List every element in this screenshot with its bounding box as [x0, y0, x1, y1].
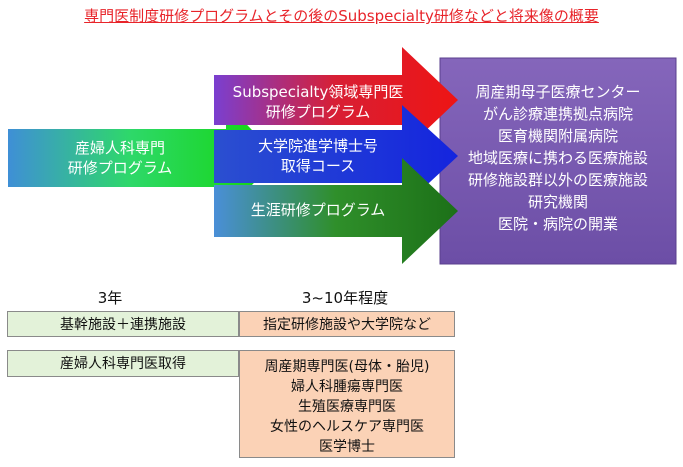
- phase1-label: 3年: [97, 289, 123, 307]
- graduate-arrow-line-2: 取得コース: [280, 157, 356, 175]
- destination-item: 研究機関: [527, 193, 588, 211]
- subspecialty-arrow-line-1: Subspecialty領域専門医: [232, 83, 404, 101]
- main-arrow-line-2: 研修プログラム: [67, 159, 173, 177]
- qualification-right-box: 周産期専門医(母体・胎児) 婦人科腫瘍専門医 生殖医療専門医 女性のヘルスケア専…: [239, 350, 455, 458]
- destination-item: 地域医療に携わる医療施設: [467, 149, 648, 167]
- subspecialty-arrow: Subspecialty領域専門医 研修プログラム: [218, 82, 418, 122]
- subspecialty-arrow-line-2: 研修プログラム: [265, 103, 371, 121]
- lifelong-arrow: 生涯研修プログラム: [218, 200, 418, 220]
- qualification-item: 生殖医療専門医: [298, 399, 396, 415]
- destination-item: 医院・病院の開業: [497, 215, 618, 233]
- graduate-arrow: 大学院進学博士号 取得コース: [218, 136, 418, 176]
- destination-item: がん診療連携拠点病院: [482, 105, 633, 123]
- facility-left-box: 基幹施設＋連携施設: [7, 311, 239, 337]
- qualification-item: 周産期専門医(母体・胎児): [264, 359, 430, 375]
- lifelong-arrow-line-1: 生涯研修プログラム: [250, 201, 386, 219]
- destination-box: [439, 57, 677, 265]
- destination-item: 医育機関附属病院: [497, 127, 618, 145]
- graduate-arrow-shape: [214, 105, 458, 208]
- subspecialty-arrow-shape: [214, 47, 458, 153]
- facility-right-box: 指定研修施設や大学院など: [239, 311, 455, 337]
- qualification-item: 医学博士: [319, 439, 375, 455]
- page-title: 専門医制度研修プログラムとその後のSubspecialty研修などと将来像の概要: [84, 7, 599, 25]
- lifelong-arrow-shape: [214, 158, 458, 264]
- main-arrow-line-1: 産婦人科専門: [74, 139, 165, 157]
- main-arrow-shape: [8, 103, 278, 213]
- main-arrow: 産婦人科専門 研修プログラム: [30, 138, 210, 178]
- destination-item: 研修施設群以外の医療施設: [467, 171, 648, 189]
- graduate-arrow-line-1: 大学院進学博士号: [257, 137, 378, 155]
- qualification-item: 婦人科腫瘍専門医: [291, 379, 403, 395]
- qualification-item: 女性のヘルスケア専門医: [270, 419, 424, 435]
- qualification-left-box: 産婦人科専門医取得: [7, 350, 239, 377]
- phase2-label: 3~10年程度: [301, 289, 389, 307]
- destination-item: 周産期母子医療センター: [475, 83, 641, 101]
- destination-list: 周産期母子医療センター がん診療連携拠点病院 医育機関附属病院 地域医療に携わる…: [440, 81, 676, 235]
